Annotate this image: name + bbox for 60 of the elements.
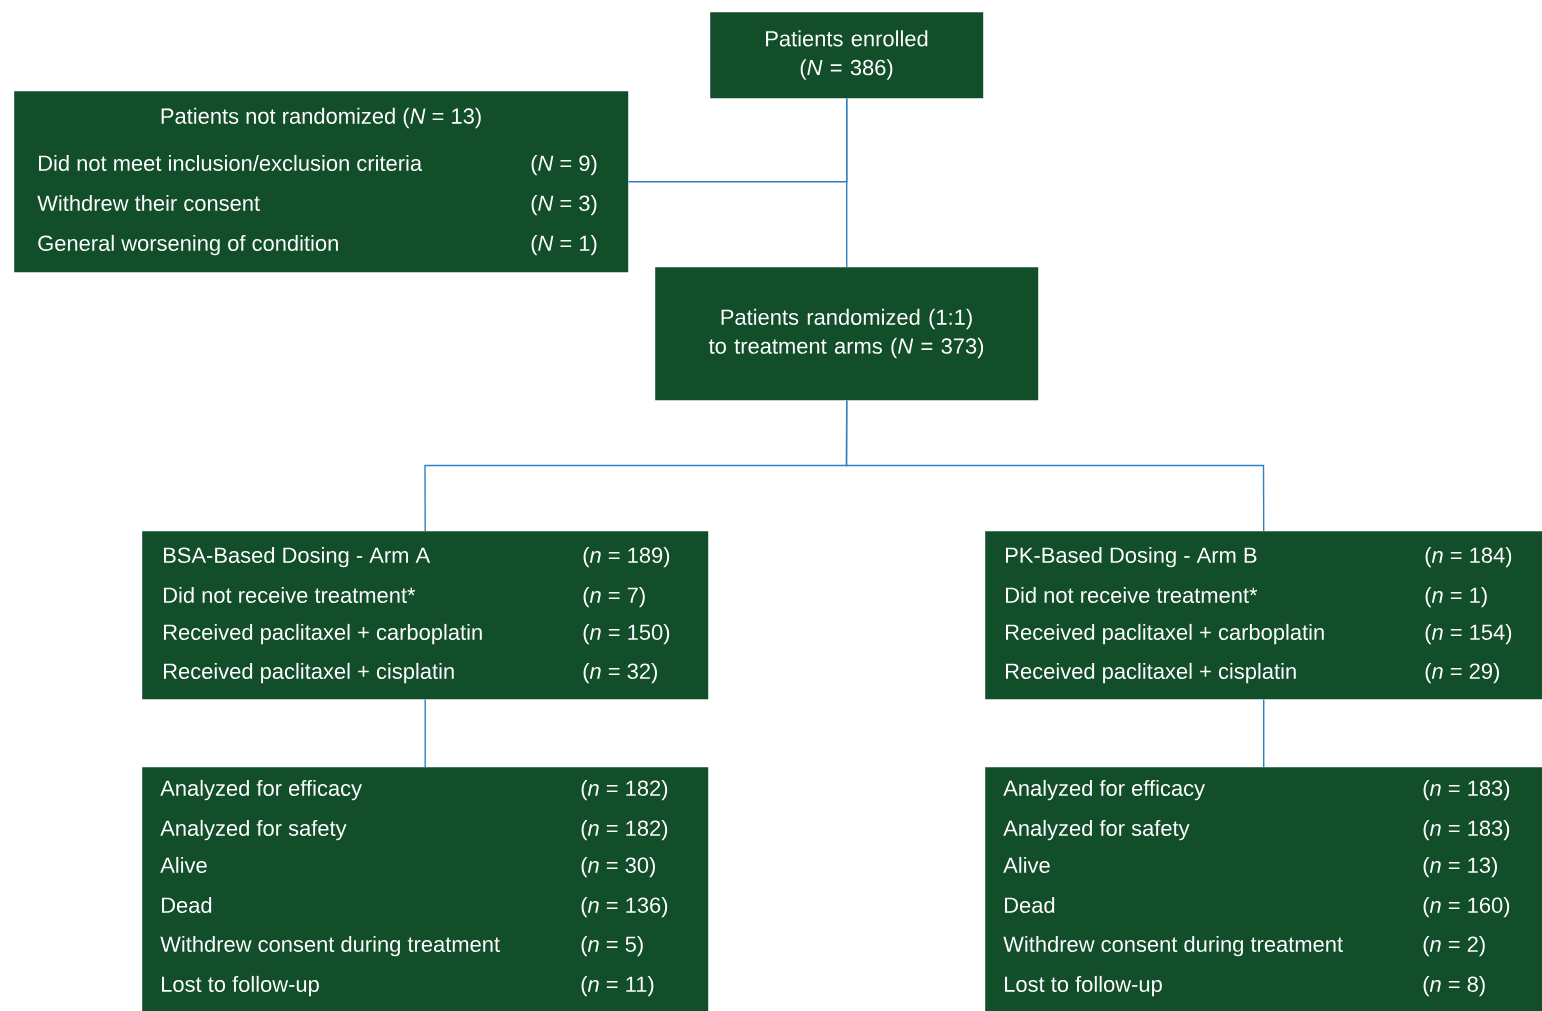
row-label: Did not meet inclusion/exclusion criteria	[39, 154, 423, 171]
flow-box	[710, 12, 984, 99]
flow-box	[655, 267, 1039, 401]
box-text: Patients randomized (1:1) to treatment arms (N = 373)	[708, 308, 984, 359]
row-label: Received paclitaxel + carboplatin	[1006, 623, 1324, 645]
row-label: Lost to follow-up	[1005, 975, 1162, 997]
row-label: Withdrew their consent	[37, 194, 260, 211]
row-label: Withdrew consent during treatment	[160, 935, 500, 957]
row-label: Alive	[1003, 856, 1050, 873]
flow-box	[985, 767, 1542, 1011]
row-count: (n = 182)	[581, 779, 668, 801]
row-count: (n = 183)	[1423, 779, 1510, 801]
row-count: (n = 8)	[1423, 975, 1485, 997]
row-count: (n = 2)	[1423, 935, 1485, 957]
row-label: General worsening of condition	[38, 234, 338, 256]
row-label: Analyzed for safety	[1003, 819, 1190, 841]
row-count: (n = 1)	[1425, 586, 1487, 608]
row-count: (n = 189)	[583, 546, 670, 568]
flow-box	[14, 91, 629, 273]
row-label: Alive	[160, 856, 207, 873]
connector-line	[845, 399, 1265, 532]
row-count: (n = 182)	[581, 819, 668, 841]
box-heading: Patients not randomized (N = 13)	[161, 107, 481, 129]
row-label: Did not receive treatment*	[164, 586, 416, 603]
box-text: Patients enrolled (N = 386)	[766, 30, 928, 80]
row-label: Dead	[1005, 896, 1055, 913]
row-count: (N = 9)	[531, 154, 597, 176]
row-label: Withdrew consent during treatment	[1003, 935, 1343, 957]
flow-box	[985, 531, 1542, 700]
row-label: Analyzed for efficacy	[160, 779, 362, 801]
row-count: (n = 29)	[1425, 662, 1499, 684]
row-count: (n = 11)	[581, 975, 654, 997]
flow-box	[142, 531, 709, 700]
row-count: (n = 150)	[583, 623, 670, 645]
row-label: BSA-Based Dosing - Arm A	[164, 546, 431, 568]
row-count: (n = 184)	[1425, 546, 1512, 568]
connector-line	[424, 698, 426, 768]
row-count: (n = 183)	[1423, 819, 1510, 841]
row-label: Analyzed for safety	[160, 819, 347, 841]
row-count: (n = 160)	[1423, 896, 1510, 918]
row-label: Received paclitaxel + carboplatin	[164, 623, 482, 645]
connector-line	[627, 97, 848, 183]
row-count: (N = 3)	[531, 194, 597, 216]
row-count: (n = 136)	[581, 896, 668, 918]
row-label: PK-Based Dosing - Arm B	[1006, 546, 1257, 568]
connector-line	[1263, 698, 1265, 768]
row-count: (n = 154)	[1425, 623, 1512, 645]
row-label: Lost to follow-up	[162, 975, 319, 997]
flow-box	[142, 767, 709, 1011]
row-count: (n = 5)	[581, 935, 643, 957]
row-label: Received paclitaxel + cisplatin	[1006, 662, 1296, 684]
row-count: (n = 32)	[583, 662, 657, 684]
row-count: (n = 7)	[583, 586, 645, 608]
row-label: Did not receive treatment*	[1006, 586, 1258, 603]
row-label: Received paclitaxel + cisplatin	[164, 662, 454, 684]
row-label: Analyzed for efficacy	[1003, 779, 1205, 801]
row-label: Dead	[162, 896, 212, 913]
row-count: (N = 1)	[531, 234, 597, 256]
row-count: (n = 13)	[1423, 856, 1497, 878]
row-count: (n = 30)	[581, 856, 655, 878]
